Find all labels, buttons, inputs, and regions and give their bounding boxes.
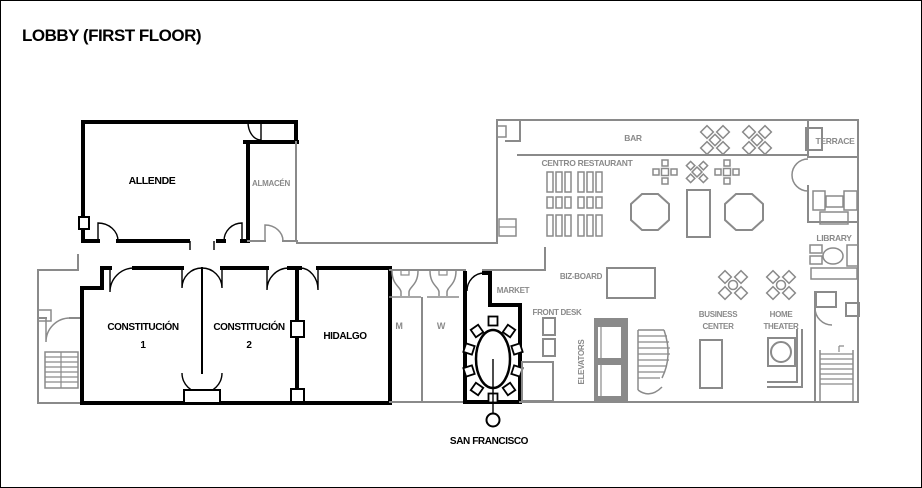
octagon-tables xyxy=(630,189,764,238)
home-theater-seat xyxy=(767,329,803,388)
terrace-walls xyxy=(791,119,859,223)
label-constitucion-2: CONSTITUCIÓN xyxy=(213,320,284,333)
label-business: BUSINESS xyxy=(699,310,738,319)
lobby-tables xyxy=(717,269,797,301)
sink-icon xyxy=(389,269,421,298)
double-door-threshold xyxy=(183,389,221,404)
label-bar: BAR xyxy=(624,133,642,143)
restaurant-booths xyxy=(546,171,603,237)
label-constitucion-2-number: 2 xyxy=(246,340,252,351)
elevators-block xyxy=(594,318,628,402)
business-center-desk xyxy=(699,339,723,389)
label-front-desk: FRONT DESK xyxy=(532,308,582,317)
front-desk xyxy=(521,317,556,402)
sink-icon xyxy=(427,269,459,298)
label-allende: ALLENDE xyxy=(129,175,176,187)
label-business-center: CENTER xyxy=(702,322,734,331)
leader-dot xyxy=(485,412,501,428)
lounge-seating xyxy=(812,190,858,225)
label-san-francisco: SAN FRANCISCO xyxy=(450,436,529,447)
page-title: LOBBY (FIRST FLOOR) xyxy=(22,26,201,45)
library-furniture xyxy=(809,244,859,280)
meeting-rooms-walls xyxy=(80,266,392,405)
label-restroom-men: M xyxy=(395,321,402,331)
stairs-icon xyxy=(44,351,79,389)
label-terrace: TERRACE xyxy=(816,136,856,146)
wall-niche xyxy=(37,309,52,322)
label-almacen: ALMACÉN xyxy=(252,179,290,188)
room-san-francisco xyxy=(462,271,524,428)
corridor-walls xyxy=(296,242,546,271)
label-home: HOME xyxy=(770,310,794,319)
room-almacen xyxy=(247,141,298,242)
label-hidalgo: HIDALGO xyxy=(323,331,367,342)
wall-niche xyxy=(290,388,305,403)
curved-stairs-icon xyxy=(637,329,670,395)
bar-station xyxy=(805,127,823,151)
room-allende xyxy=(78,120,299,250)
bar-tables xyxy=(699,124,773,156)
restrooms xyxy=(389,269,466,403)
label-centro-restaurant: CENTRO RESTAURANT xyxy=(541,158,633,168)
right-stairwell xyxy=(814,291,860,403)
label-restroom-women: W xyxy=(437,321,446,331)
label-constitucion-1: CONSTITUCIÓN xyxy=(107,320,178,333)
restaurant-tables xyxy=(652,159,740,185)
label-market: MARKET xyxy=(497,286,530,295)
label-biz-board: BIZ-BOARD xyxy=(560,272,603,281)
buffet-table xyxy=(686,189,711,238)
label-library: LIBRARY xyxy=(816,233,852,243)
label-elevators: ELEVATORS xyxy=(577,339,586,385)
biz-board-panel xyxy=(606,267,656,299)
stairs-icon xyxy=(819,345,854,402)
label-theater: THEATER xyxy=(763,322,799,331)
wall-niche xyxy=(78,216,90,230)
label-constitucion-1-number: 1 xyxy=(140,340,146,351)
restaurant-walls xyxy=(496,119,859,244)
wall-niche xyxy=(290,320,305,338)
cabinet xyxy=(815,291,837,308)
